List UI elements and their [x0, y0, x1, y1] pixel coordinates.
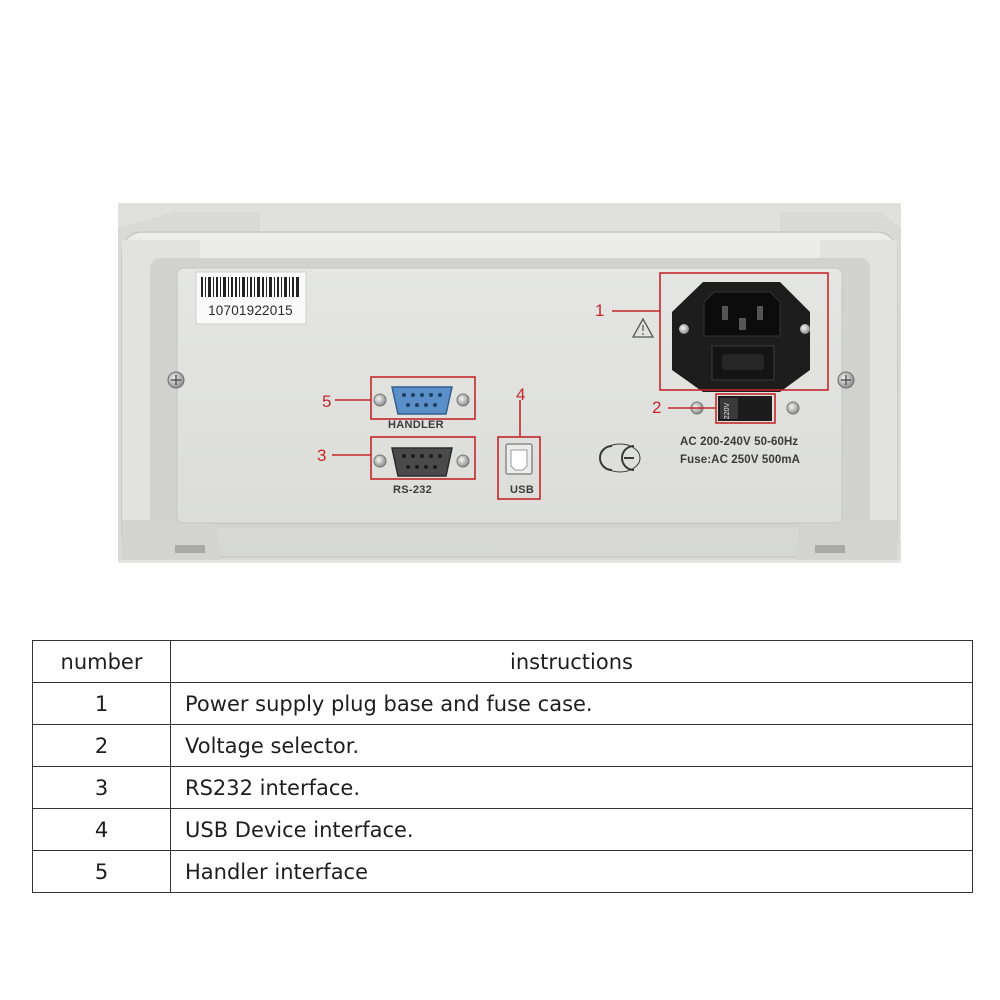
callout-box-5: [370, 376, 476, 420]
row-instruction: USB Device interface.: [170, 808, 973, 851]
usb-label: USB: [510, 484, 535, 496]
row-number: 1: [32, 682, 171, 725]
callout-number-4: 4: [516, 385, 526, 404]
callout-number-1: 1: [595, 301, 605, 320]
power-inlet: [672, 282, 810, 392]
screw-left: [167, 371, 185, 389]
table-row: 1 Power supply plug base and fuse case.: [32, 682, 973, 725]
row-instruction: Handler interface: [170, 850, 973, 893]
callout-box-4: [497, 436, 541, 500]
table-header-row: number instructions: [32, 640, 973, 683]
row-instruction: RS232 interface.: [170, 766, 973, 809]
warning-icon: [631, 317, 655, 338]
callout-annotations: [332, 272, 829, 500]
callout-number-3: 3: [317, 446, 327, 465]
handler-port: [373, 386, 470, 415]
usb-port: [505, 443, 533, 475]
serial-sticker: [195, 271, 307, 325]
rs232-label: RS-232: [393, 484, 433, 496]
row-number: 3: [32, 766, 171, 809]
table-row: 4 USB Device interface.: [32, 808, 973, 851]
table-row: 2 Voltage selector.: [32, 724, 973, 767]
instructions-table: number instructions 1 Power supply plug …: [32, 640, 973, 893]
screw-right: [837, 371, 855, 389]
ce-mark: [599, 443, 641, 473]
callout-box-1: [659, 272, 829, 391]
voltage-switch-label: 220V: [724, 402, 731, 420]
row-number: 5: [32, 850, 171, 893]
callout-box-3: [370, 436, 476, 480]
row-instruction: Voltage selector.: [170, 724, 973, 767]
row-number: 2: [32, 724, 171, 767]
rs232-port: [373, 447, 470, 477]
callout-number-5: 5: [322, 392, 332, 411]
callout-number-2: 2: [652, 398, 662, 417]
table-row: 3 RS232 interface.: [32, 766, 973, 809]
header-instructions: instructions: [170, 640, 973, 683]
handler-label: HANDLER: [388, 419, 444, 431]
row-number: 4: [32, 808, 171, 851]
serial-number: 10701922015: [208, 303, 293, 318]
header-number: number: [32, 640, 171, 683]
power-spec: AC 200-240V 50-60Hz: [680, 436, 799, 448]
voltage-selector: [690, 396, 800, 421]
table-row: 5 Handler interface: [32, 850, 973, 893]
row-instruction: Power supply plug base and fuse case.: [170, 682, 973, 725]
fuse-spec: Fuse:AC 250V 500mA: [680, 454, 801, 466]
